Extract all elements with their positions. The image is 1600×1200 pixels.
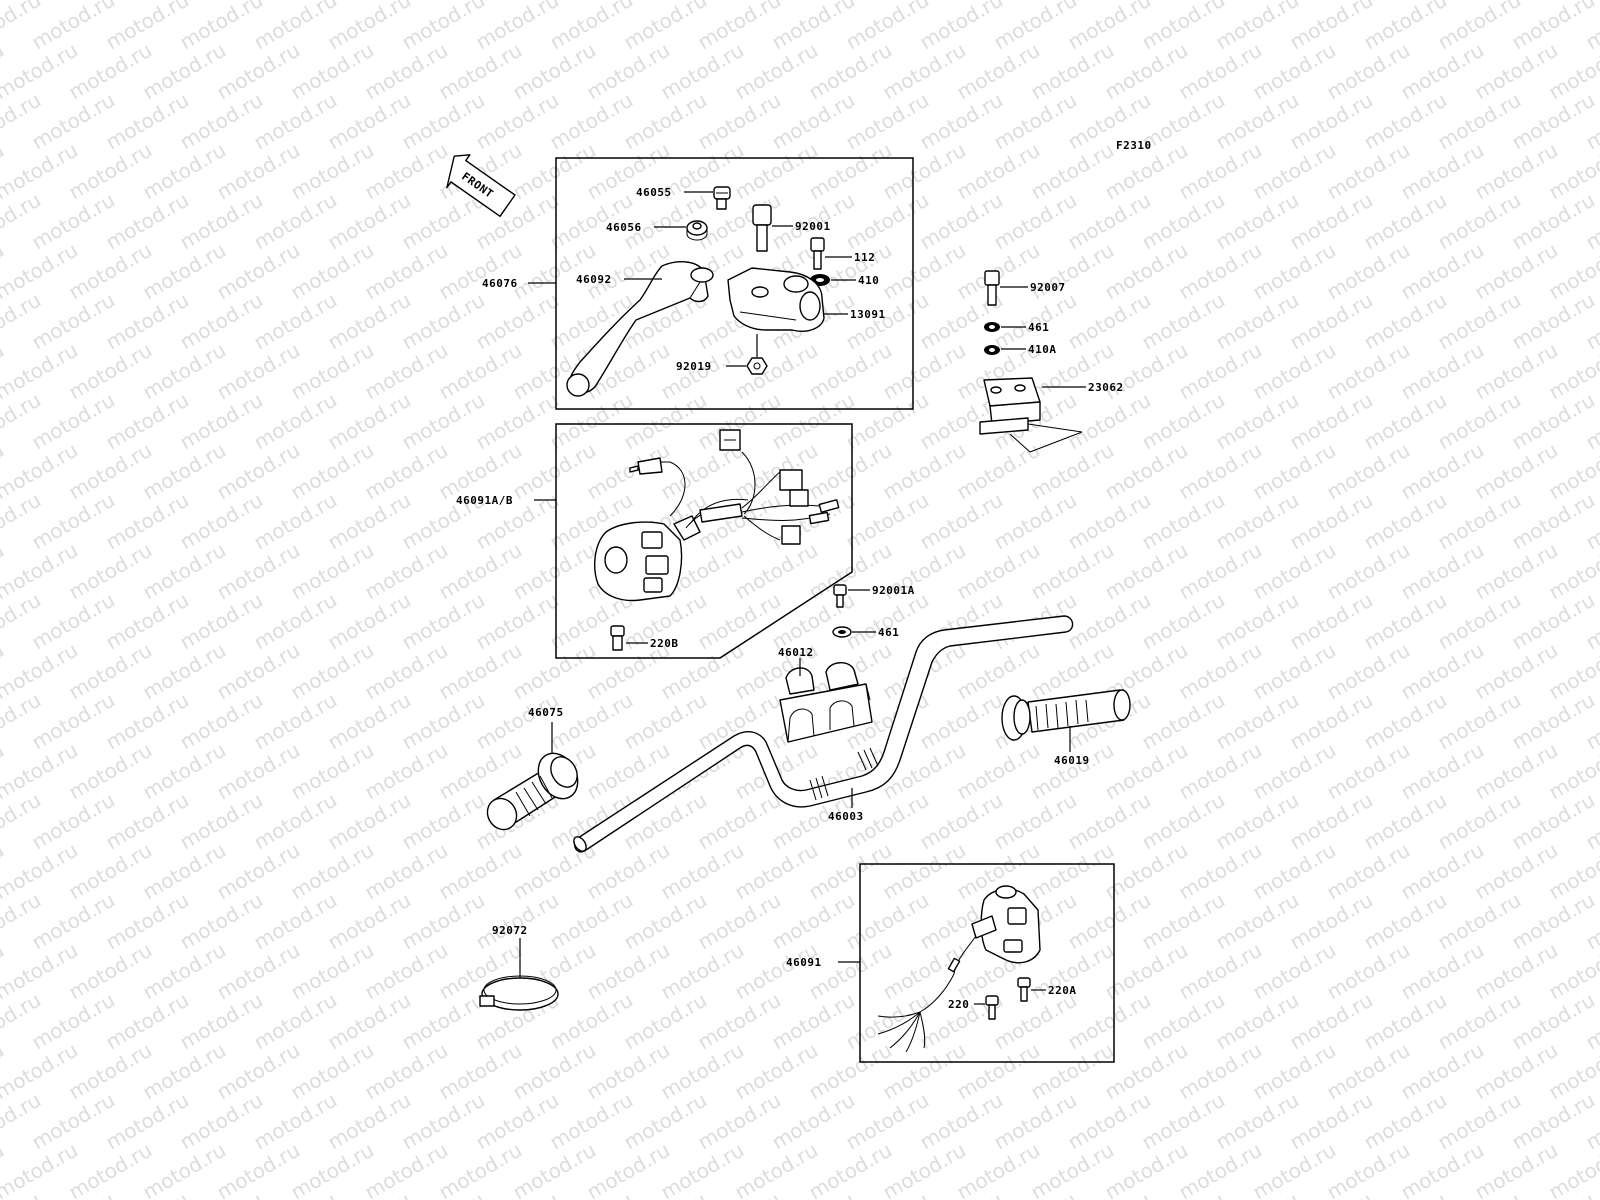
nut-92019 [746,357,768,375]
label-46076: 46076 [482,277,518,290]
label-23062: 23062 [1088,381,1124,394]
label-46092: 46092 [576,273,612,286]
label-92007: 92007 [1030,281,1066,294]
label-461-lower: 461 [878,626,899,639]
washer-410a [984,345,1000,355]
washer-461-upper [984,322,1000,332]
screw-220b [610,625,625,651]
label-13091: 13091 [850,308,886,321]
holder-46012 [779,662,873,743]
holder-13091 [727,267,825,332]
label-220: 220 [948,998,969,1011]
switch-housing-46091ab [594,515,701,602]
label-220b: 220B [650,637,679,650]
label-410a: 410A [1028,343,1057,356]
switch-housing-46091 [877,885,1041,1053]
bolt-92001a [833,584,847,608]
label-46091ab: 46091A/B [456,494,513,507]
label-92072: 92072 [492,924,528,937]
label-92001: 92001 [795,220,831,233]
label-46056: 46056 [606,221,642,234]
bolt-92001 [752,204,772,252]
bolt-92007 [984,270,1000,306]
bolt-112 [810,237,825,270]
nut-46056 [686,220,708,241]
label-112: 112 [854,251,875,264]
label-92019: 92019 [676,360,712,373]
label-46012: 46012 [778,646,814,659]
label-46055: 46055 [636,186,672,199]
figure-code: F2310 [1116,139,1152,152]
label-46003: 46003 [828,810,864,823]
label-92001a: 92001A [872,584,915,597]
label-46075: 46075 [528,706,564,719]
switch-harness-box [555,423,853,659]
right-switch-box [859,863,1115,1063]
screw-220a [1017,977,1031,1002]
label-410: 410 [858,274,879,287]
label-220a: 220A [1048,984,1077,997]
washer-461-lower [832,626,852,638]
bracket-23062 [979,377,1083,453]
screw-46055 [713,186,731,210]
screw-220 [985,995,999,1020]
wiring-harness [629,429,840,545]
grip-46019 [1001,689,1131,741]
handlebar-46003 [573,615,1074,853]
label-46091: 46091 [786,956,822,969]
label-46019: 46019 [1054,754,1090,767]
label-461-upper: 461 [1028,321,1049,334]
lever-46092 [566,261,714,397]
grip-46075 [486,752,579,831]
